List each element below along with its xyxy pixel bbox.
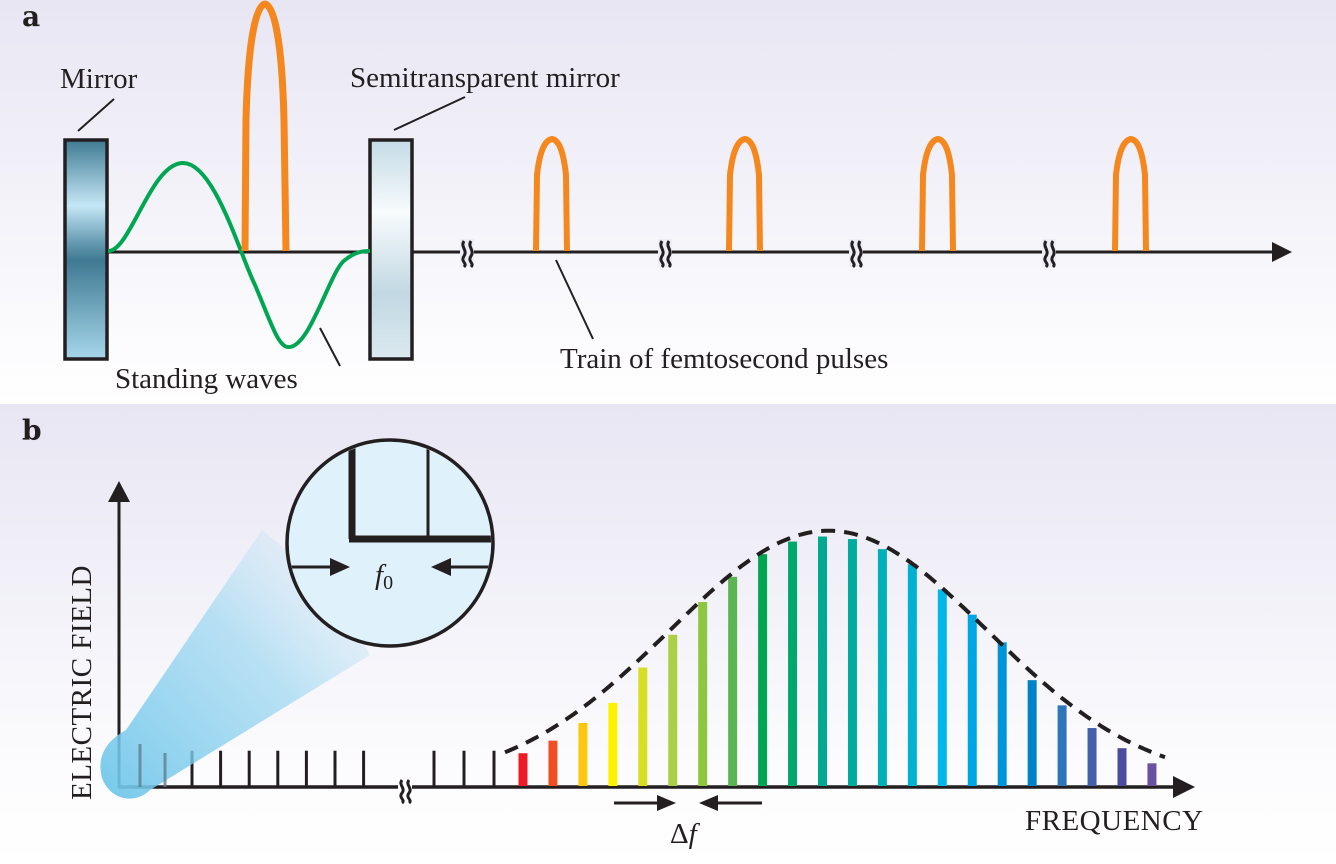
- panel-b-label: b: [22, 414, 42, 447]
- pulse-train-leader-line: [555, 259, 594, 340]
- axis-break-icon: [1042, 239, 1056, 269]
- spacing-label: Δf: [670, 818, 701, 850]
- mirror-label: Mirror: [60, 63, 138, 95]
- comb-line: [818, 536, 827, 786]
- comb-line: [877, 549, 887, 786]
- delta-symbol: Δ: [670, 818, 689, 850]
- comb-line: [638, 667, 648, 786]
- comb-line: [1147, 763, 1157, 786]
- comb-line: [1057, 705, 1067, 786]
- comb-line: [1117, 748, 1127, 786]
- comb-line: [518, 753, 528, 786]
- standing-waves-leader-line: [319, 327, 341, 367]
- comb-line: [1087, 728, 1097, 786]
- semitransparent-mirror-leader-line: [393, 96, 466, 131]
- semitransparent-mirror: [368, 138, 414, 361]
- comb-colored-lines: [518, 536, 1157, 786]
- comb-line: [608, 702, 618, 786]
- left-arrow-icon: [699, 795, 718, 811]
- comb-line: [668, 634, 678, 786]
- comb-line: [728, 576, 738, 786]
- time-axis-arrowhead: [1272, 242, 1292, 262]
- output-pulse-1: [533, 135, 570, 252]
- comb-line: [548, 740, 558, 786]
- axis-break-marks-a: [460, 239, 1056, 269]
- right-arrow-icon: [330, 558, 350, 576]
- intracavity-pulse: [241, 0, 290, 252]
- comb-line: [698, 602, 708, 786]
- comb-line: [1027, 680, 1037, 786]
- comb-line: [788, 541, 798, 786]
- x-axis-label: FREQUENCY: [1025, 805, 1204, 837]
- gaussian-envelope: [504, 528, 1166, 760]
- pulse-train: [533, 135, 1149, 252]
- left-arrow-icon: [431, 558, 451, 576]
- axis-break-icon: [849, 239, 863, 269]
- semitransparent-mirror-label: Semitransparent mirror: [350, 62, 620, 94]
- comb-line: [578, 723, 588, 786]
- mirror-leader-line: [77, 98, 115, 132]
- comb-line: [967, 614, 977, 786]
- offset-frequency-inset: [285, 438, 495, 648]
- spacing-arrows: [614, 795, 762, 811]
- axis-break-icon: [398, 778, 412, 805]
- axis-break-icon: [460, 239, 474, 269]
- output-pulse-2: [726, 135, 763, 252]
- y-axis-arrowhead: [108, 481, 130, 502]
- mirror: [63, 138, 109, 361]
- subscript-zero: 0: [383, 572, 393, 594]
- panel-a-label: a: [22, 0, 40, 33]
- comb-line: [847, 539, 857, 786]
- standing-wave: [107, 160, 371, 349]
- comb-line: [937, 589, 947, 786]
- pulse-train-label: Train of femtosecond pulses: [560, 343, 888, 375]
- y-axis-label: ELECTRIC FIELD: [66, 565, 98, 800]
- comb-line: [997, 642, 1007, 786]
- comb-line: [758, 554, 768, 786]
- output-pulse-3: [919, 135, 956, 252]
- axis-break-icon: [658, 239, 672, 269]
- right-arrow-icon: [657, 795, 676, 811]
- output-pulse-4: [1112, 135, 1149, 252]
- comb-line: [907, 564, 917, 786]
- x-axis-arrowhead: [1173, 776, 1195, 798]
- standing-waves-label: Standing waves: [115, 363, 298, 395]
